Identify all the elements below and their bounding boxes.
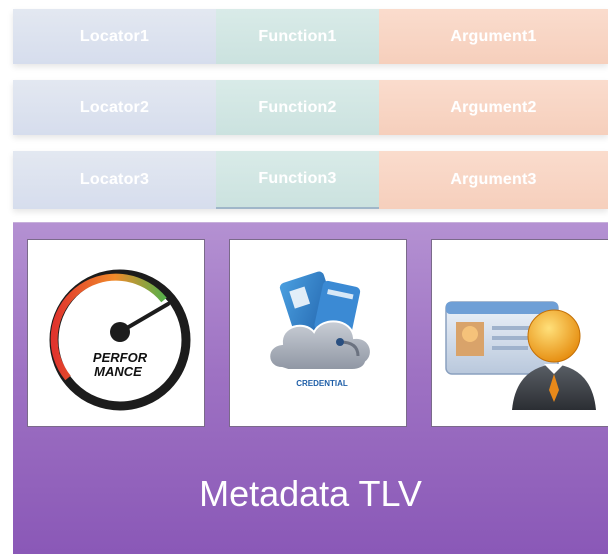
credential-card: CREDENTIAL bbox=[229, 239, 407, 427]
function-cell-3: Function3 bbox=[216, 151, 379, 209]
srv6-row-1: Locator1 Function1 Argument1 bbox=[13, 9, 608, 64]
performance-card: PERFOR MANCE bbox=[27, 239, 205, 427]
argument-cell-3: Argument3 bbox=[379, 151, 608, 209]
locator-cell-3: Locator3 bbox=[13, 151, 216, 209]
performance-gauge-icon: PERFOR MANCE bbox=[49, 269, 191, 411]
function-cell-2: Function2 bbox=[216, 80, 379, 135]
credential-cloud-icon: CREDENTIAL bbox=[268, 271, 372, 388]
credential-label: CREDENTIAL bbox=[296, 379, 348, 388]
performance-label-line2: MANCE bbox=[94, 364, 142, 379]
srv6-row-2: Locator2 Function2 Argument2 bbox=[13, 80, 608, 135]
metadata-tlv-block: PERFOR MANCE bbox=[13, 222, 608, 554]
argument-cell-2: Argument2 bbox=[379, 80, 608, 135]
user-id-card-icon bbox=[445, 301, 596, 410]
function-cell-1: Function1 bbox=[216, 9, 379, 64]
user-card bbox=[431, 239, 608, 427]
locator-cell-1: Locator1 bbox=[13, 9, 216, 64]
srv6-row-3: Locator3 Function3 Argument3 bbox=[13, 151, 608, 209]
argument-cell-1: Argument1 bbox=[379, 9, 608, 64]
performance-label-line1: PERFOR bbox=[93, 350, 148, 365]
metadata-tlv-title: Metadata TLV bbox=[199, 473, 422, 514]
locator-cell-2: Locator2 bbox=[13, 80, 216, 135]
